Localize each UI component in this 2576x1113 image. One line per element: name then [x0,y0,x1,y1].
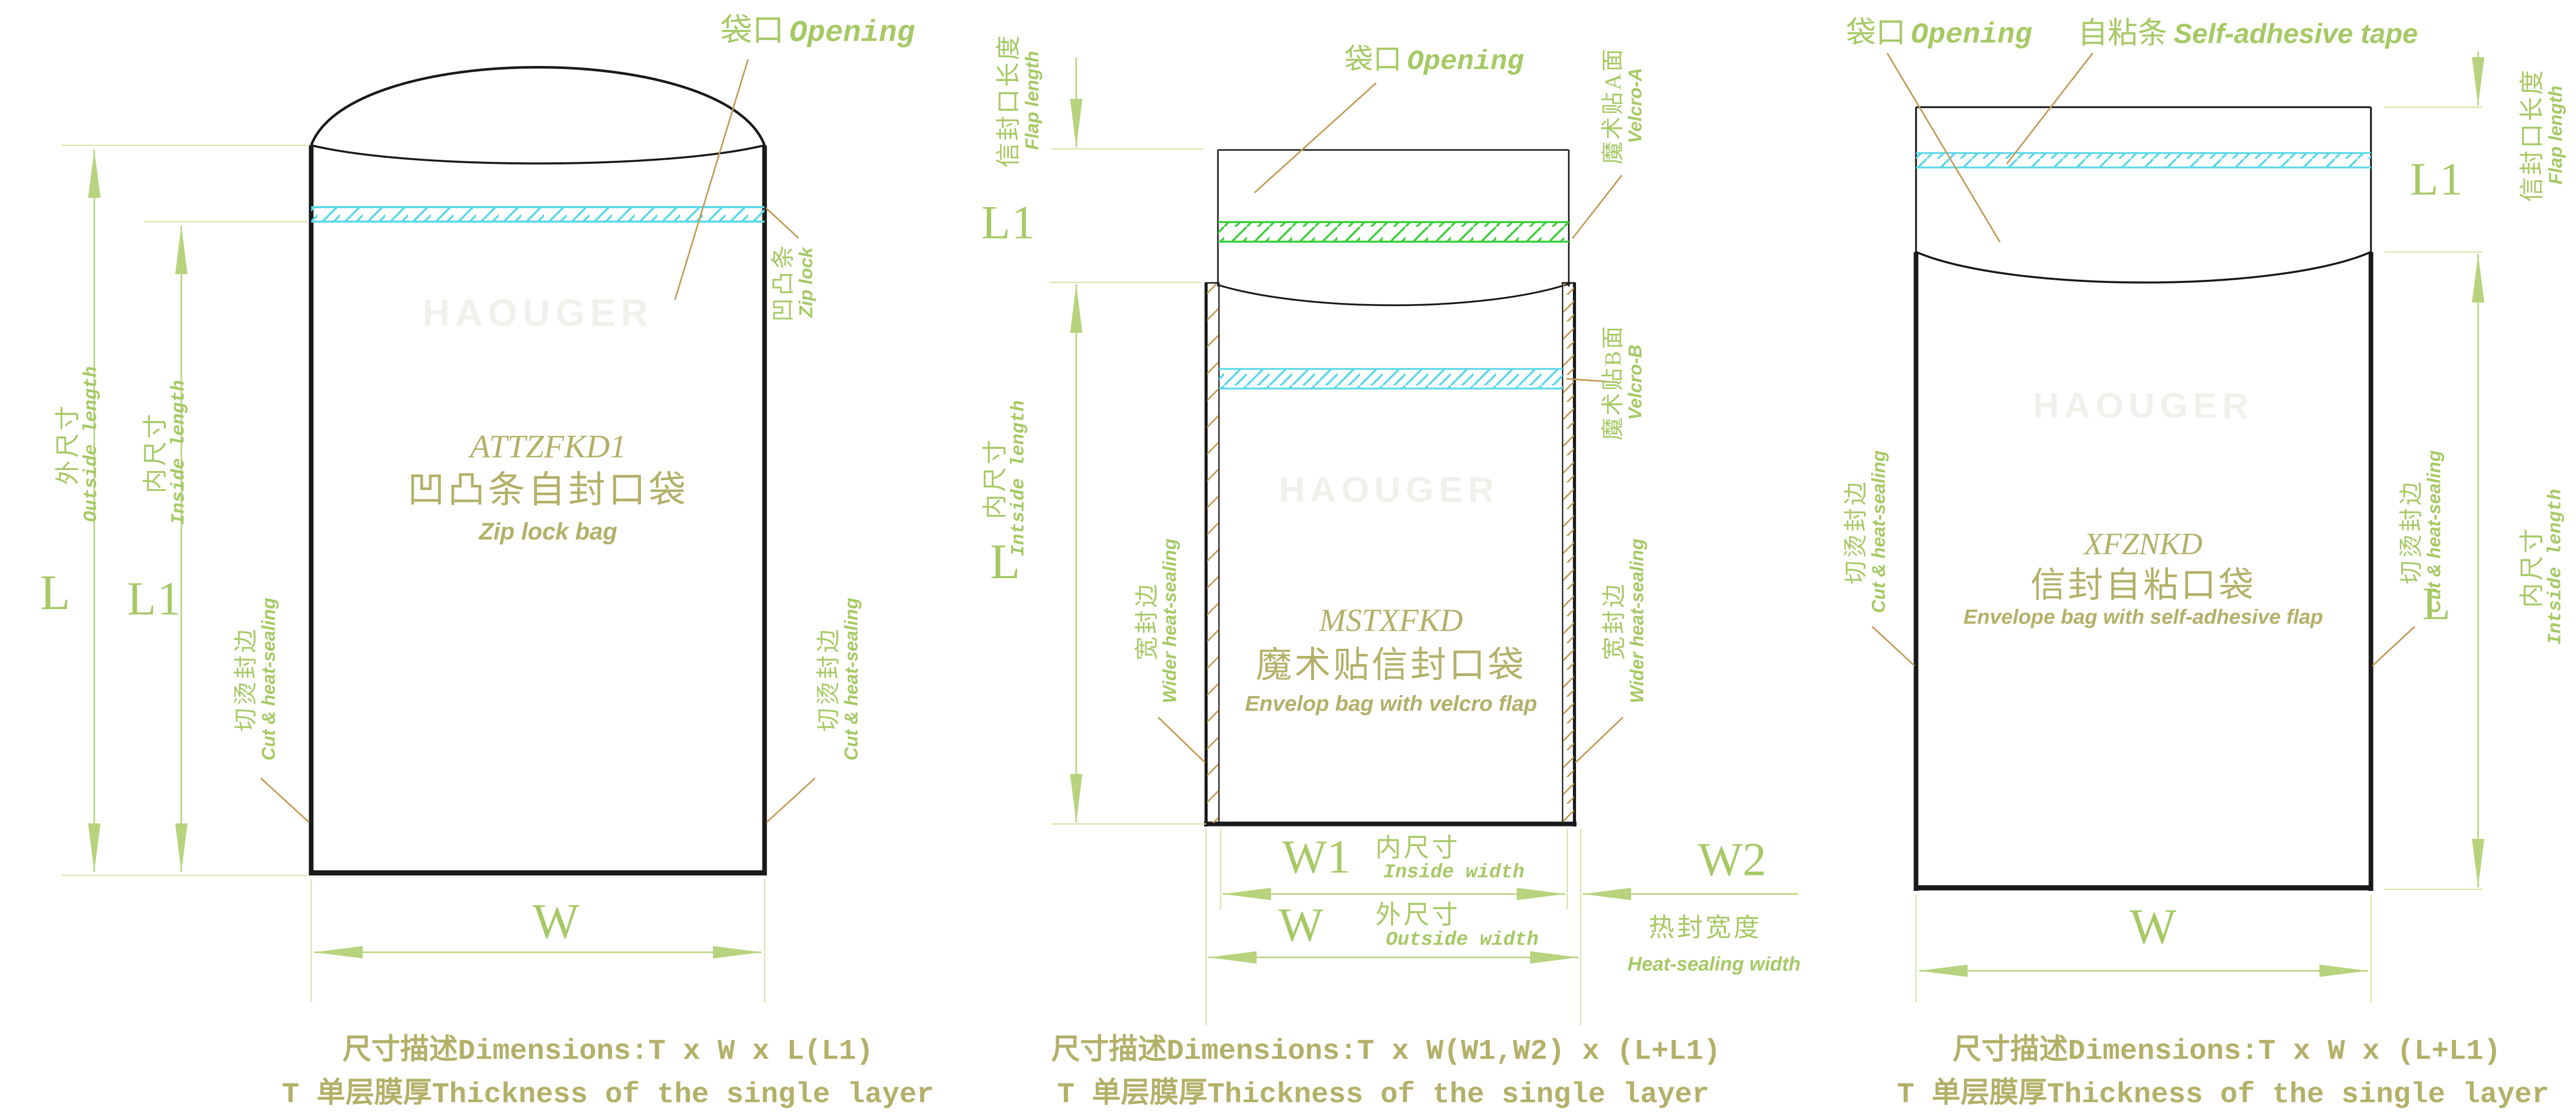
inside-length-cn: 内尺寸 [2518,526,2546,608]
bag-code: ATTZFKD1 [470,428,626,465]
wider-heat-sealing-label: 宽封边 Wider heat-sealing [1134,538,1180,703]
inside-length-label: 内尺寸 Inside length [142,380,190,525]
flap-length-en: Flap length [2545,86,2566,185]
thickness-note: T 单层膜厚Thickness of the single layer [282,1077,934,1111]
heat-sealing-width-cn: 热封宽度 [1649,913,1762,942]
inside-length-cn: 内尺寸 [981,437,1009,519]
wider-heat-sealing-cn: 宽封边 [1601,581,1628,661]
watermark: HAOUGER [2033,385,2253,426]
cut-heat-sealing-cn: 切烫封边 [232,627,259,732]
dim-letter-L1: L1 [2410,154,2464,205]
heat-sealing-width-en: Heat-sealing width [1628,953,1801,975]
watermark: HAOUGER [422,291,654,334]
cut-heat-sealing-en: Cut & heat-sealing [1868,450,1889,614]
wider-heat-sealing-label: 宽封边 Wider heat-sealing [1601,538,1648,703]
zip-lock-en: Zip lock [795,247,817,318]
flap-length-label: 信封口长度 Flap length [2519,68,2566,202]
dim-letter-W1: W1 [1282,830,1351,883]
outside-width-en: Outside width [1385,929,1539,951]
inside-length-label: 内尺寸 Intside length [2519,489,2566,645]
opening-label-cn: 袋口 [1344,43,1402,76]
flap-length-en: Flap length [1021,51,1043,150]
cut-heat-sealing-en: Cut & heat-sealing [258,597,279,761]
inside-length-en: Inside length [168,380,190,525]
bag-code: XFZNKD [2083,527,2203,561]
opening-label-cn: 袋口 [1846,15,1906,49]
cut-heat-sealing-label: 切烫封边 Cut & heat-sealing [1843,450,1889,613]
dimension-formula: 尺寸描述Dimensions:T x W x (L+L1) [1952,1034,2501,1068]
cut-heat-sealing-en: Cut & heat-sealing [840,597,862,761]
velcro-a-en: Velcro-A [1624,68,1646,144]
bag-title-en: Envelop bag with velcro flap [1245,691,1537,716]
dim-letter-W: W [2129,899,2178,954]
cut-heat-sealing-cn: 切烫封边 [2398,479,2425,585]
cut-heat-sealing-label: 切烫封边 Cut & heat-sealing [816,598,862,761]
wider-heat-sealing-cn: 宽封边 [1133,581,1160,661]
inside-width-en: Inside width [1383,861,1524,884]
dim-letter-W2: W2 [1698,833,1767,886]
cut-heat-sealing-label: 切烫封边 Cut & heat-sealing [233,598,279,761]
velcro-a-cn: 魔术贴A面 [1600,47,1625,164]
cut-heat-sealing-cn: 切烫封边 [1842,479,1869,585]
inside-length-cn: 内尺寸 [142,411,170,494]
outside-width-cn: 外尺寸 [1375,900,1461,929]
self-adhesive-tape-en: Self-adhesive tape [2174,18,2418,49]
outside-length-cn: 外尺寸 [54,403,82,485]
outside-length-label: 外尺寸 Outside length [55,366,102,522]
dimension-formula: 尺寸描述Dimensions:T x W(W1,W2) x (L+L1) [1051,1034,1721,1068]
bag-title-cn: 魔术贴信封口袋 [1256,646,1527,686]
bag-title-en: Zip lock bag [479,518,618,545]
cut-heat-sealing-cn: 切烫封边 [815,627,842,732]
cut-heat-sealing-en: Cut & heat-sealing [2423,450,2445,614]
bag-title-en: Envelope bag with self-adhesive flap [1963,605,2323,629]
dim-letter-L1: L1 [981,196,1037,249]
thickness-note: T 单层膜厚Thickness of the single layer [1897,1077,2549,1111]
outside-length-en: Outside length [80,366,102,522]
velcro-a-label: 魔术贴A面 Velcro-A [1600,47,1646,164]
dim-letter-L: L [40,565,72,620]
bag-code: MSTXFKD [1319,603,1463,638]
velcro-b-en: Velcro-B [1624,344,1646,420]
velcro-b-label: 魔术贴B面 Velcro-B [1600,324,1646,441]
flap-length-cn: 信封口长度 [995,33,1023,168]
inside-width-cn: 内尺寸 [1375,833,1461,862]
velcro-b-cn: 魔术贴B面 [1600,324,1625,441]
dim-letter-W: W [532,893,581,949]
self-adhesive-tape-cn: 自粘条 [2078,16,2168,50]
wider-heat-sealing-en: Wider heat-sealing [1626,538,1648,703]
zip-lock-cn: 凹凸条 [770,243,796,322]
thickness-note: T 单层膜厚Thickness of the single layer [1057,1077,1709,1111]
inside-length-en: Intside length [2545,488,2566,645]
dimension-formula: 尺寸描述Dimensions:T x W x L(L1) [342,1034,874,1068]
inside-length-en: Intside length [1008,400,1029,556]
inside-length-label: 内尺寸 Intside length [982,400,1029,556]
dim-letter-W: W [1278,898,1324,951]
opening-label-en: Opening [789,16,915,50]
flap-length-cn: 信封口长度 [2518,68,2546,203]
opening-label-en: Opening [1407,46,1524,78]
flap-length-label: 信封口长度 Flap length [995,33,1043,168]
zip-lock-label: 凹凸条 Zip lock [770,243,817,322]
wider-heat-sealing-en: Wider heat-sealing [1159,538,1180,703]
dim-letter-L: L [990,534,1022,589]
cut-heat-sealing-label: 切烫封边 Cut & heat-sealing [2398,450,2445,614]
dim-letter-L: L [2422,578,2452,630]
opening-label-cn: 袋口 [720,13,785,48]
watermark: HAOUGER [1279,469,1499,510]
bag-title-cn: 信封自粘口袋 [2030,565,2257,605]
bag-title-cn: 凹凸条自封口袋 [407,469,689,511]
dim-letter-L1: L1 [127,572,182,625]
opening-label-en: Opening [1911,18,2032,52]
